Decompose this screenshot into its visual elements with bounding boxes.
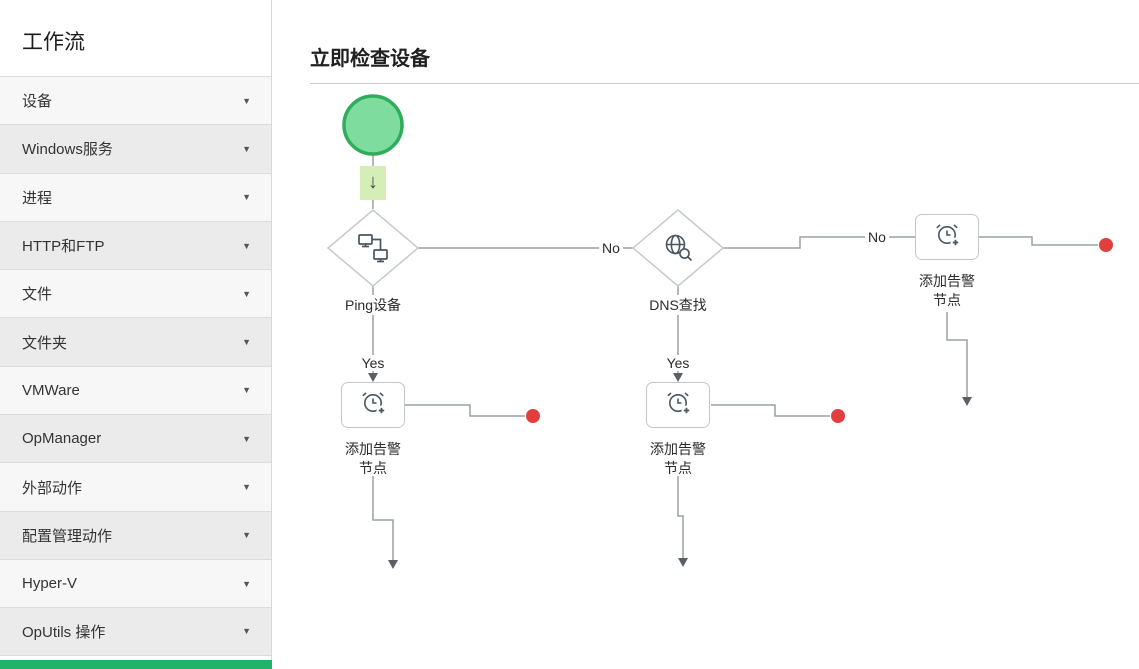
edge-label-yes-1: Yes <box>358 355 388 371</box>
chevron-down-icon: ▼ <box>242 337 251 348</box>
sidebar-item-file[interactable]: 文件 ▼ <box>0 269 271 318</box>
down-arrow-icon: ↓ <box>368 171 378 193</box>
chevron-down-icon: ▼ <box>242 385 251 396</box>
chevron-down-icon: ▼ <box>242 578 251 589</box>
sidebar-item-label: 文件夹 <box>22 334 68 352</box>
edge-dns-no-to-alarm3 <box>723 236 915 249</box>
sidebar-item-label: 外部动作 <box>22 479 83 497</box>
label-line: 节点 <box>933 292 961 308</box>
add-alarm-node-3-label: 添加告警 节点 <box>919 272 975 310</box>
edge-label-yes-2: Yes <box>663 355 693 371</box>
chevron-down-icon: ▼ <box>242 240 251 251</box>
edge-alarm3-to-end <box>979 236 1098 246</box>
network-ping-icon <box>355 230 391 266</box>
page-title: 立即检查设备 <box>310 42 1139 84</box>
sidebar-item-windows-services[interactable]: Windows服务 ▼ <box>0 124 271 173</box>
label-line: 添加告警 <box>919 273 975 289</box>
sidebar-item-config-mgmt-actions[interactable]: 配置管理动作 ▼ <box>0 510 271 559</box>
workflow-canvas-area: ↓ <box>272 0 1139 669</box>
label-line: 添加告警 <box>345 441 401 457</box>
sidebar-menu: 设备 ▼ Windows服务 ▼ 进程 ▼ HTTP和FTP ▼ 文件 ▼ 文件… <box>0 76 271 656</box>
sidebar-item-label: 设备 <box>22 93 53 111</box>
sidebar-item-external-actions[interactable]: 外部动作 ▼ <box>0 462 271 511</box>
sidebar-item-label: VMWare <box>22 381 80 399</box>
edge-alarm2-to-end <box>711 404 830 417</box>
arrowhead-icon <box>368 373 378 382</box>
sidebar-item-label: 配置管理动作 <box>22 527 113 545</box>
arrowhead-icon <box>962 397 972 406</box>
dns-node-label: DNS查找 <box>646 295 710 315</box>
main-panel: 立即检查设备 <box>272 0 1139 669</box>
add-alarm-node-3[interactable] <box>915 214 979 260</box>
sidebar-title: 工作流 <box>22 31 85 54</box>
sidebar-item-label: OpManager <box>22 430 102 448</box>
end-node-dot-3[interactable] <box>1099 238 1113 252</box>
start-arrow-highlight[interactable]: ↓ <box>360 166 386 200</box>
edge-alarm2-down <box>677 476 684 558</box>
sidebar-item-vmware[interactable]: VMWare ▼ <box>0 365 271 415</box>
chevron-down-icon: ▼ <box>242 192 251 203</box>
workflow-diagram <box>326 94 1113 569</box>
edge-alarm1-down <box>372 476 394 560</box>
arrowhead-icon <box>678 558 688 567</box>
add-alarm-node-1-label: 添加告警 节点 <box>345 440 401 478</box>
sidebar: 工作流 设备 ▼ Windows服务 ▼ 进程 ▼ HTTP和FTP ▼ 文件 … <box>0 0 272 669</box>
ping-node-label: Ping设备 <box>341 295 405 315</box>
sidebar-item-label: OpUtils 操作 <box>22 623 106 641</box>
chevron-down-icon: ▼ <box>242 482 251 493</box>
arrowhead-icon <box>388 560 398 569</box>
add-alarm-icon <box>932 220 962 255</box>
chevron-down-icon: ▼ <box>242 288 251 299</box>
sidebar-item-label: Hyper-V <box>22 575 78 593</box>
arrowhead-icon <box>673 373 683 382</box>
sidebar-item-http-ftp[interactable]: HTTP和FTP ▼ <box>0 220 271 270</box>
sidebar-item-process[interactable]: 进程 ▼ <box>0 172 271 221</box>
sidebar-item-oputils[interactable]: OpUtils 操作 ▼ <box>0 607 271 656</box>
start-node[interactable] <box>342 94 404 156</box>
add-alarm-node-1[interactable] <box>341 382 405 428</box>
chevron-down-icon: ▼ <box>242 530 251 541</box>
label-line: 添加告警 <box>650 441 706 457</box>
dns-lookup-node[interactable] <box>631 209 725 287</box>
dns-lookup-icon <box>660 230 696 266</box>
chevron-down-icon: ▼ <box>242 143 251 154</box>
add-alarm-icon <box>358 388 388 423</box>
sidebar-item-opmanager[interactable]: OpManager ▼ <box>0 414 271 463</box>
sidebar-item-label: Windows服务 <box>22 141 113 159</box>
sidebar-item-folder[interactable]: 文件夹 ▼ <box>0 317 271 366</box>
edge-label-no-2: No <box>865 229 889 245</box>
edge-label-no-1: No <box>599 240 623 256</box>
label-line: 节点 <box>664 460 692 476</box>
edge-alarm3-down <box>946 312 968 397</box>
chevron-down-icon: ▼ <box>242 433 251 444</box>
chevron-down-icon: ▼ <box>242 95 251 106</box>
ping-device-node[interactable] <box>326 209 420 287</box>
end-node-dot-2[interactable] <box>831 409 845 423</box>
sidebar-item-hyper-v[interactable]: Hyper-V ▼ <box>0 558 271 608</box>
sidebar-item-devices[interactable]: 设备 ▼ <box>0 76 271 125</box>
label-line: 节点 <box>359 460 387 476</box>
end-node-dot-1[interactable] <box>526 409 540 423</box>
sidebar-item-label: 文件 <box>22 286 53 304</box>
sidebar-item-label: HTTP和FTP <box>22 238 105 256</box>
add-alarm-node-2[interactable] <box>646 382 710 428</box>
add-alarm-node-2-label: 添加告警 节点 <box>650 440 706 478</box>
edge-alarm1-to-end <box>405 404 525 417</box>
chevron-down-icon: ▼ <box>242 626 251 637</box>
add-alarm-icon <box>663 388 693 423</box>
sidebar-item-label: 进程 <box>22 189 53 207</box>
sidebar-footer-bar <box>0 660 272 669</box>
